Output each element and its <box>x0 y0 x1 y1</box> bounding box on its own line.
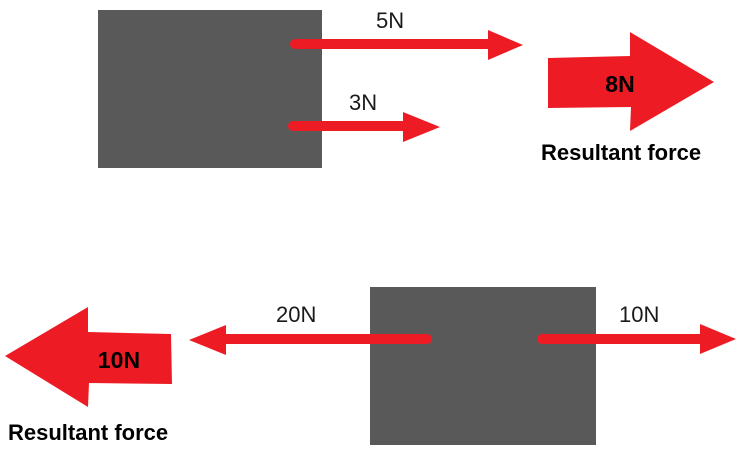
bottom-force-arrow-10n <box>537 324 736 354</box>
top-resultant-label: 8N <box>605 71 634 97</box>
bottom-force-arrow-20n <box>189 325 432 355</box>
top-resultant-arrow <box>548 32 714 131</box>
bottom-resultant-caption: Resultant force <box>8 420 168 445</box>
bottom-force-label-20n: 20N <box>276 302 316 327</box>
top-force-arrow-3n <box>288 112 440 142</box>
bottom-resultant-label: 10N <box>98 347 140 373</box>
top-force-arrow-5n <box>290 30 523 60</box>
top-resultant-caption: Resultant force <box>541 140 701 165</box>
bottom-scene: 20N 10N 10N Resultant force <box>5 287 736 445</box>
bottom-block <box>370 287 596 445</box>
top-force-label-5n: 5N <box>376 8 404 33</box>
top-scene: 5N 3N 8N Resultant force <box>98 8 714 168</box>
top-block <box>98 10 322 168</box>
bottom-resultant-arrow <box>5 307 172 407</box>
bottom-force-label-10n: 10N <box>619 302 659 327</box>
top-force-label-3n: 3N <box>349 90 377 115</box>
